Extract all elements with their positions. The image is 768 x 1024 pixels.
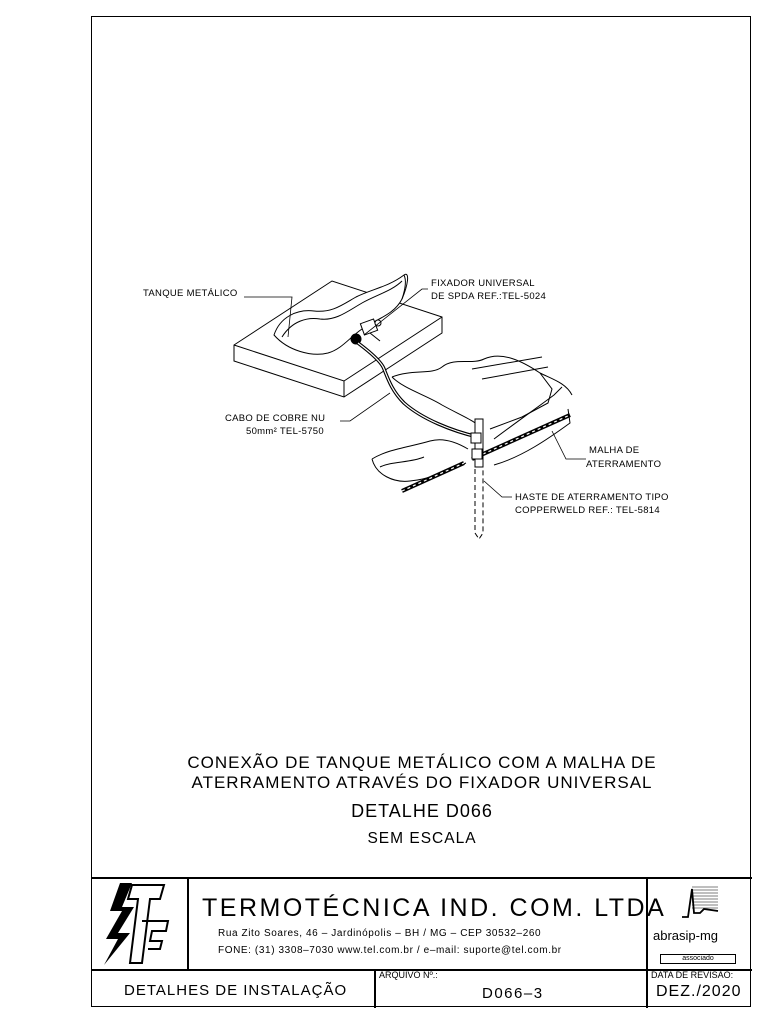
partner-divider — [646, 877, 648, 1008]
grounding-mesh-dash — [401, 414, 571, 492]
company-name: TERMOTÉCNICA IND. COM. LTDA — [202, 894, 667, 922]
tel-logo — [104, 883, 170, 965]
label-clamp-line2: DE SPDA REF.:TEL-5024 — [431, 291, 547, 302]
logo-divider — [187, 877, 189, 970]
drawing-title: CONEXÃO DE TANQUE METÁLICO COM A MALHA D… — [92, 753, 752, 793]
section-title: DETALHES DE INSTALAÇÃO — [124, 982, 348, 999]
abrasip-logo-icon — [682, 886, 719, 918]
label-clamp-line1: FIXADOR UNIVERSAL — [431, 278, 535, 289]
scale-note: SEM ESCALA — [367, 830, 477, 847]
leader-lines — [244, 288, 586, 498]
detail-number: DETALHE D066 — [351, 801, 493, 821]
copper-cable — [356, 341, 479, 439]
file-number-value: D066–3 — [482, 985, 544, 1002]
revision-date-value: DEZ./2020 — [656, 983, 742, 1000]
drawing-title-line1: CONEXÃO DE TANQUE METÁLICO COM A MALHA D… — [187, 753, 657, 772]
universal-clamp — [350, 318, 382, 345]
label-rod-line1: HASTE DE ATERRAMENTO TIPO — [515, 492, 669, 503]
file-divider — [374, 969, 376, 1008]
company-contact: FONE: (31) 3308–7030 www.tel.com.br / e–… — [218, 945, 562, 956]
file-number-header: ARQUIVO Nº.: — [379, 970, 438, 980]
company-address: Rua Zito Soares, 46 – Jardinópolis – BH … — [218, 928, 542, 939]
trench-upper — [391, 355, 573, 430]
title-block-mid-border — [92, 969, 752, 971]
drawing-title-line2: ATERRAMENTO ATRAVÉS DO FIXADOR UNIVERSAL — [191, 773, 653, 792]
partner-tag: associado — [660, 954, 736, 964]
label-cable-line1: CABO DE COBRE NU — [225, 413, 326, 424]
grounding-rod — [470, 418, 484, 540]
revision-date-header: DATA DE REVISÃO: — [651, 970, 734, 980]
partner-name: abrasip-mg — [653, 928, 719, 943]
installation-drawing — [233, 273, 586, 540]
label-cable-line2: 50mm² TEL-5750 — [246, 426, 324, 437]
metal-tank — [273, 273, 409, 355]
label-rod-line2: COPPERWELD REF.: TEL-5814 — [515, 505, 660, 516]
drawing-sheet: TANQUE METÁLICO FIXADOR UNIVERSAL DE SPD… — [91, 16, 752, 1008]
label-mesh-line2: ATERRAMENTO — [586, 459, 662, 470]
title-block-top-border — [92, 877, 752, 879]
label-mesh-line1: MALHA DE — [589, 445, 640, 456]
label-tank: TANQUE METÁLICO — [143, 288, 238, 299]
